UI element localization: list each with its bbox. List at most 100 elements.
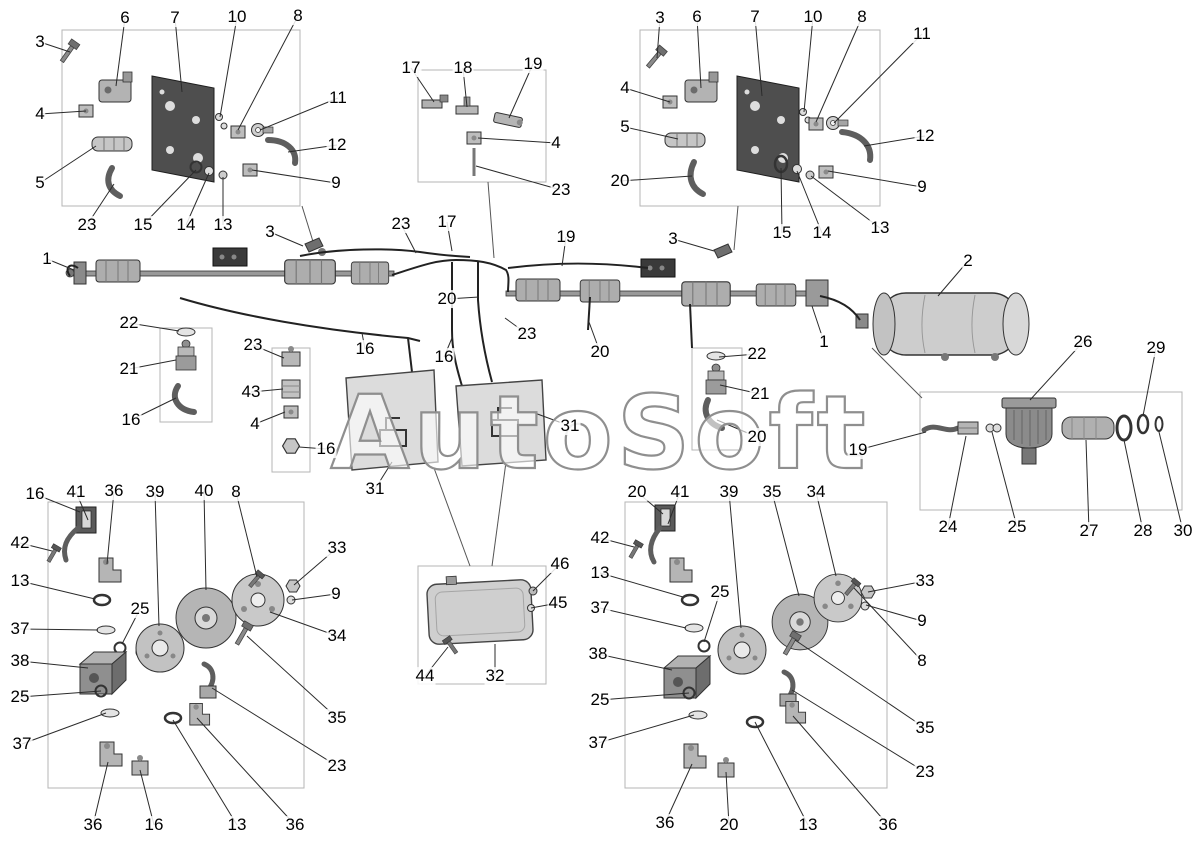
- part-number-label: 12: [326, 135, 348, 155]
- part-number-label: 25: [9, 687, 31, 707]
- part-number-label: 11: [328, 88, 348, 108]
- part-number-label: 25: [709, 582, 731, 602]
- part-number-label: 25: [589, 690, 611, 710]
- part-number-label: 7: [749, 7, 761, 27]
- part-number-label: 31: [364, 479, 386, 499]
- part-number-label: 13: [9, 571, 31, 591]
- part-number-label: 2: [962, 251, 974, 271]
- part-number-label: 4: [249, 414, 261, 434]
- part-number-label: 27: [1078, 521, 1100, 541]
- part-number-label: 37: [9, 619, 31, 639]
- part-number-label: 13: [589, 563, 611, 583]
- part-number-label: 1: [41, 249, 53, 269]
- part-number-label: 11: [912, 24, 932, 44]
- part-number-label: 24: [937, 517, 959, 537]
- part-number-label: 17: [436, 212, 458, 232]
- part-number-label: 5: [34, 173, 46, 193]
- part-number-label: 39: [144, 482, 166, 502]
- part-number-label: 35: [914, 718, 936, 738]
- part-number-label: 32: [484, 666, 506, 686]
- part-number-label: 33: [914, 571, 936, 591]
- part-number-label: 13: [212, 215, 234, 235]
- part-number-label: 21: [118, 359, 140, 379]
- bottom-left-chamber-kit: [44, 506, 301, 776]
- part-number-label: 16: [120, 410, 142, 430]
- part-number-label: 23: [326, 756, 348, 776]
- part-number-label: 9: [330, 173, 342, 193]
- fittings-column: [281, 346, 301, 454]
- small-reservoir-kit: [426, 575, 538, 656]
- part-number-label: 25: [129, 599, 151, 619]
- part-number-label: 9: [916, 611, 928, 631]
- part-number-label: 16: [433, 347, 455, 367]
- part-number-label: 39: [718, 482, 740, 502]
- air-reservoir: [872, 292, 1030, 361]
- part-number-label: 10: [226, 7, 248, 27]
- part-number-label: 31: [559, 416, 581, 436]
- part-number-label: 37: [11, 734, 33, 754]
- part-number-label: 46: [549, 554, 571, 574]
- top-middle-fitting-kit: [421, 94, 523, 176]
- part-number-label: 23: [76, 215, 98, 235]
- part-number-label: 22: [746, 344, 768, 364]
- part-number-label: 1: [818, 332, 830, 352]
- part-number-label: 5: [619, 117, 631, 137]
- watermark-text: AutoSoft: [330, 374, 869, 493]
- part-number-label: 9: [916, 177, 928, 197]
- part-number-label: 14: [175, 215, 197, 235]
- main-axle-assembly: [65, 237, 869, 387]
- part-number-label: 13: [226, 815, 248, 835]
- hose-12: [839, 129, 874, 163]
- part-number-label: 20: [589, 342, 611, 362]
- part-number-label: 4: [550, 133, 562, 153]
- part-number-label: 36: [103, 481, 125, 501]
- part-number-label: 3: [667, 229, 679, 249]
- part-number-label: 8: [230, 482, 242, 502]
- elbow-hose-20: [687, 159, 706, 197]
- part-number-label: 42: [589, 528, 611, 548]
- part-number-label: 38: [9, 651, 31, 671]
- part-number-label: 36: [877, 815, 899, 835]
- part-number-label: 21: [749, 384, 771, 404]
- part-number-label: 20: [626, 482, 648, 502]
- part-number-label: 9: [330, 584, 342, 604]
- part-number-label: 19: [847, 440, 869, 460]
- elbow-hose-23: [105, 165, 123, 199]
- part-number-label: 16: [315, 439, 337, 459]
- part-number-label: 7: [169, 8, 181, 28]
- part-number-label: 23: [390, 214, 412, 234]
- part-number-label: 19: [522, 54, 544, 74]
- part-number-label: 14: [811, 223, 833, 243]
- part-number-label: 41: [65, 482, 87, 502]
- part-number-label: 8: [292, 6, 304, 26]
- right-drain-valve-kit: [702, 351, 727, 431]
- part-number-label: 13: [797, 815, 819, 835]
- part-number-label: 10: [802, 7, 824, 27]
- part-number-label: 20: [436, 289, 458, 309]
- part-number-label: 16: [24, 484, 46, 504]
- hose-12: [265, 137, 299, 166]
- part-number-label: 3: [34, 32, 46, 52]
- part-number-label: 23: [516, 324, 538, 344]
- bottom-right-chamber-kit: [626, 504, 876, 778]
- part-number-label: 43: [240, 382, 262, 402]
- filter-assembly: [921, 397, 1164, 465]
- part-number-label: 30: [1172, 521, 1194, 541]
- part-number-label: 36: [284, 815, 306, 835]
- part-number-label: 36: [82, 815, 104, 835]
- part-number-label: 25: [1006, 517, 1028, 537]
- part-number-label: 20: [609, 171, 631, 191]
- part-number-label: 34: [326, 626, 348, 646]
- part-number-label: 17: [400, 58, 422, 78]
- group-boxes: [47, 29, 1183, 789]
- part-number-label: 44: [414, 666, 436, 686]
- part-number-label: 26: [1072, 332, 1094, 352]
- part-number-label: 42: [9, 533, 31, 553]
- part-number-label: 8: [916, 651, 928, 671]
- part-number-label: 13: [869, 218, 891, 238]
